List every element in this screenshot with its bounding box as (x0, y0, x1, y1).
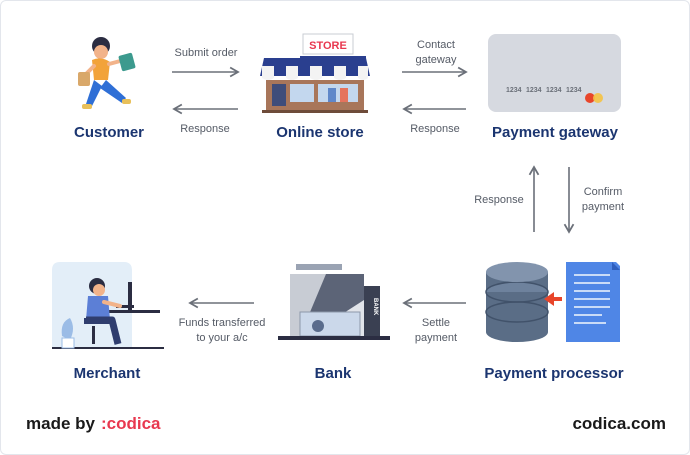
node-title-customer: Customer (73, 124, 144, 141)
card-number-2: 1234 (526, 87, 542, 94)
footer-site: codica.com (572, 414, 666, 433)
merchant-illustration (52, 262, 164, 349)
edge-label-contact-gateway-line1: Contact (417, 39, 455, 51)
credit-card-illustration (488, 34, 621, 112)
node-title-online-store: Online store (276, 124, 364, 141)
made-by-text: made by (26, 414, 95, 433)
codica-logo: :codica (100, 414, 161, 433)
edge-label-funds-transferred-line2: to your a/c (196, 332, 248, 344)
node-title-payment-processor: Payment processor (484, 365, 624, 382)
edge-label-settle-payment-line2: payment (414, 332, 458, 344)
edge-label-response-store: Response (410, 123, 460, 135)
payment-processor-illustration (485, 262, 620, 342)
card-number-4: 1234 (566, 87, 582, 94)
bank-illustration (278, 264, 390, 340)
bank-sign-text: BANK (372, 298, 378, 316)
edge-label-confirm-payment-line1: Confirm (583, 186, 623, 198)
customer-illustration (78, 37, 136, 109)
footer-made-by: made by :codica (26, 414, 161, 434)
card-number-3: 1234 (546, 87, 562, 94)
edge-label-confirm-payment-line2: payment (581, 201, 625, 213)
store-illustration (260, 33, 370, 113)
card-number-1: 1234 (506, 87, 522, 94)
node-title-payment-gateway: Payment gateway (492, 124, 618, 141)
edge-label-funds-transferred-line1: Funds transferred (178, 317, 266, 329)
edge-label-response-gateway: Response (474, 194, 524, 206)
node-title-merchant: Merchant (73, 365, 141, 382)
edge-label-submit-order: Submit order (174, 47, 238, 59)
edge-label-contact-gateway-line2: gateway (415, 54, 457, 66)
store-sign-text: STORE (309, 40, 347, 52)
edge-label-settle-payment-line1: Settle (421, 317, 451, 329)
node-title-bank: Bank (314, 365, 352, 382)
edge-label-response-customer: Response (180, 123, 230, 135)
